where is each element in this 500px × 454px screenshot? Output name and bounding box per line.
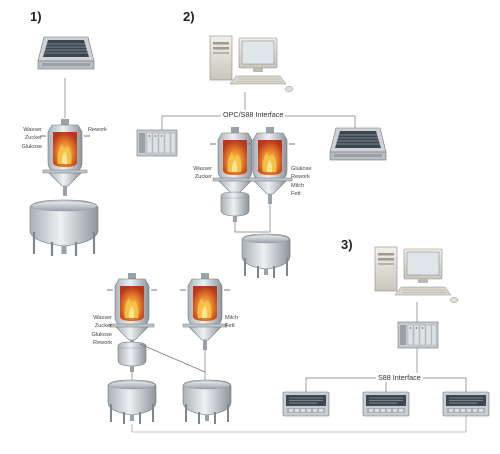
ingredient-labels-s2-right: Glukose Rework Milch Fett bbox=[291, 165, 312, 199]
ingredient-labels-s2-left: Wasser Zucker bbox=[190, 165, 212, 182]
opc-interface-label: OPC/S88 Interface bbox=[221, 110, 286, 119]
ingredient-label: Fett bbox=[291, 191, 301, 198]
computer-workstation-icon bbox=[374, 246, 459, 304]
tank-icon bbox=[107, 379, 157, 425]
plc-rack-icon bbox=[136, 129, 178, 157]
section-number-1: 1) bbox=[30, 9, 42, 24]
ingredient-label: Rework bbox=[291, 174, 310, 181]
ingredient-label: Rework bbox=[93, 340, 112, 347]
computer-workstation-icon bbox=[209, 35, 294, 93]
field-bus-line bbox=[131, 416, 467, 433]
tank-icon bbox=[220, 191, 250, 223]
ingredient-label: Glukose bbox=[291, 166, 312, 172]
ingredient-label: Wasser bbox=[93, 315, 112, 321]
control-panel-icon bbox=[37, 36, 95, 70]
tank-icon bbox=[117, 341, 147, 373]
section-1 bbox=[28, 36, 100, 258]
ingredient-labels-s3-left: Wasser Zucker Glukose Rework bbox=[88, 314, 112, 348]
mixer-icon bbox=[179, 272, 231, 351]
ingredient-label: Glukose bbox=[21, 143, 42, 150]
ingredient-label: Rework bbox=[88, 127, 107, 133]
mixer-icon bbox=[244, 126, 296, 205]
plc-rack-icon bbox=[397, 321, 439, 349]
ingredient-label: Milch bbox=[291, 182, 305, 189]
mixer-icon bbox=[106, 272, 158, 351]
terminal-display-icon bbox=[362, 391, 410, 417]
ingredient-label: Wasser bbox=[23, 127, 42, 133]
ingredient-labels-s1-left: Wasser Zucker Glukose bbox=[20, 126, 42, 151]
plant-bottom-left bbox=[106, 272, 467, 433]
ingredient-labels-s3-right: Milch Fett bbox=[225, 314, 238, 331]
terminal-display-icon bbox=[442, 391, 490, 417]
s88-interface-label: S88 Interface bbox=[376, 373, 423, 382]
ingredient-label: Fett bbox=[225, 323, 235, 330]
ingredient-label: Glukose bbox=[91, 331, 112, 338]
ingredient-label: Wasser bbox=[193, 166, 212, 172]
terminal-display-icon bbox=[282, 391, 330, 417]
tank-icon bbox=[182, 379, 232, 425]
mixer-icon bbox=[39, 118, 91, 197]
ingredient-label: Milch bbox=[225, 315, 239, 321]
ingredient-label: Zucker bbox=[94, 323, 112, 330]
section-number-3: 3) bbox=[341, 237, 353, 252]
ingredient-label: Zucker bbox=[24, 135, 42, 142]
tank-icon bbox=[28, 198, 100, 258]
tank-icon bbox=[241, 233, 291, 279]
control-panel-icon bbox=[329, 127, 387, 161]
section-number-2: 2) bbox=[183, 9, 195, 24]
ingredient-label: Zucker bbox=[194, 174, 212, 181]
section-3 bbox=[282, 246, 490, 417]
